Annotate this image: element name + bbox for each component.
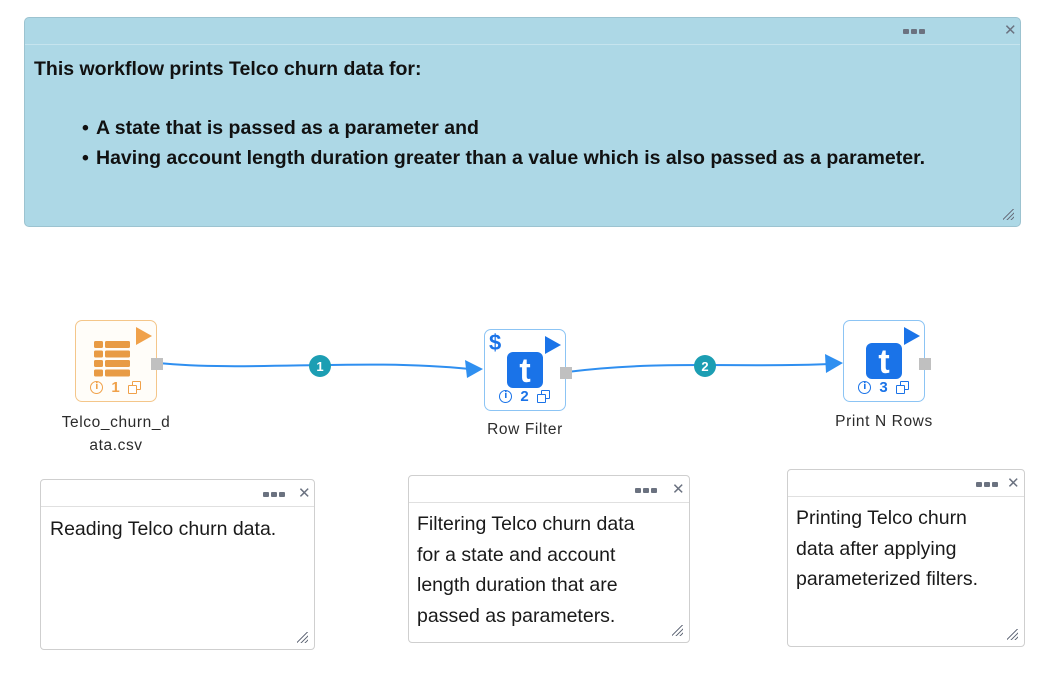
dollar-icon: $ [489, 330, 502, 355]
more-options-icon[interactable] [263, 492, 285, 497]
output-port[interactable] [151, 358, 163, 370]
t-icon: t [507, 352, 543, 388]
output-port[interactable] [560, 367, 572, 379]
svg-text:2: 2 [701, 359, 708, 374]
close-icon[interactable]: ✕ [298, 484, 311, 502]
workflow-description-note[interactable]: ✕ This workflow prints Telco churn data … [24, 17, 1021, 227]
close-icon[interactable]: ✕ [1007, 474, 1020, 492]
t-icon: t [866, 343, 902, 379]
more-options-icon[interactable] [976, 482, 998, 487]
note-toolbar: ✕ [25, 18, 1020, 45]
bullet-marker: • [82, 147, 89, 169]
note-bullet-2: •Having account length duration greater … [82, 147, 926, 169]
node-label-csv-reader: Telco_churn_d ata.csv [61, 414, 171, 454]
svg-text:t: t [519, 352, 530, 388]
node-label-print-n-rows: Print N Rows [835, 413, 933, 430]
connection-1[interactable] [157, 362, 471, 370]
print-n-rows-node[interactable]: t i 3 [843, 320, 931, 402]
svg-text:1: 1 [316, 359, 323, 374]
node-number: 1 [111, 379, 120, 396]
connection-2-arrow [825, 354, 843, 373]
annotation-csv-reader[interactable]: ✕ Reading Telco churn data. [40, 479, 315, 650]
info-icon[interactable]: i [858, 381, 872, 394]
node-footer: i 3 [844, 380, 924, 395]
copy-icon[interactable] [895, 380, 910, 395]
annotation-text: Printing Telco churn data after applying… [796, 507, 979, 590]
run-icon[interactable] [136, 327, 152, 345]
close-icon[interactable]: ✕ [672, 480, 685, 498]
close-icon[interactable]: ✕ [1004, 21, 1017, 39]
resize-handle-icon[interactable] [1003, 209, 1014, 220]
more-options-icon[interactable] [903, 29, 925, 34]
bullet-marker: • [82, 117, 89, 139]
note-toolbar: ✕ [409, 476, 689, 503]
info-icon[interactable]: i [90, 381, 104, 394]
svg-text:t: t [878, 343, 889, 379]
note-bullet-1: •A state that is passed as a parameter a… [82, 117, 479, 139]
row-filter-node[interactable]: $ t i 2 [484, 329, 572, 411]
node-footer: i 2 [485, 389, 565, 404]
resize-handle-icon[interactable] [1007, 629, 1018, 640]
csv-reader-node[interactable]: i 1 [75, 320, 163, 402]
annotation-row-filter[interactable]: ✕ Filtering Telco churn data for a state… [408, 475, 690, 643]
run-icon[interactable] [904, 327, 920, 345]
node-label-row-filter: Row Filter [487, 421, 563, 438]
output-port[interactable] [919, 358, 931, 370]
connection-2[interactable] [566, 363, 831, 373]
node-number: 3 [879, 379, 888, 396]
node-number: 2 [520, 388, 529, 405]
more-options-icon[interactable] [635, 488, 657, 493]
connection-1-badge[interactable]: 1 [309, 355, 331, 377]
info-icon[interactable]: i [499, 390, 513, 403]
note-title: This workflow prints Telco churn data fo… [34, 58, 422, 80]
copy-icon[interactable] [127, 380, 142, 395]
table-icon [94, 341, 130, 377]
annotation-print-n-rows[interactable]: ✕ Printing Telco churn data after applyi… [787, 469, 1025, 647]
node-footer: i 1 [76, 380, 156, 395]
note-toolbar: ✕ [41, 480, 314, 507]
annotation-text: Filtering Telco churn data for a state a… [417, 513, 635, 627]
copy-icon[interactable] [536, 389, 551, 404]
annotation-text: Reading Telco churn data. [50, 518, 277, 540]
run-icon[interactable] [545, 336, 561, 354]
connection-1-arrow [465, 360, 483, 378]
connection-2-badge[interactable]: 2 [694, 355, 716, 377]
resize-handle-icon[interactable] [297, 632, 308, 643]
resize-handle-icon[interactable] [672, 625, 683, 636]
note-toolbar: ✕ [788, 470, 1024, 497]
